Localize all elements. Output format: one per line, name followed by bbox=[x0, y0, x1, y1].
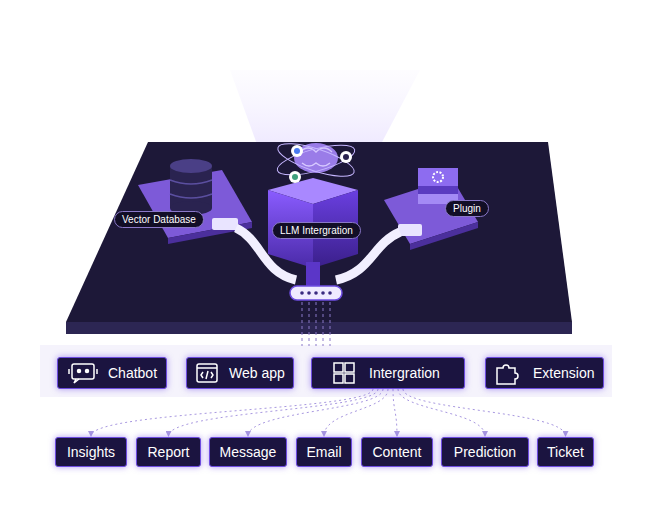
output-box: Email bbox=[296, 437, 352, 467]
dotted-connector bbox=[398, 389, 485, 436]
output-box: Message bbox=[209, 437, 287, 467]
output-box: Insights bbox=[55, 437, 127, 467]
node-label: LLM Intergration bbox=[280, 225, 353, 236]
output-box: Chatbot bbox=[57, 357, 167, 389]
dotted-connector bbox=[91, 389, 373, 436]
node-label: Content bbox=[372, 444, 421, 460]
dotted-connector bbox=[324, 389, 388, 436]
dotted-connector bbox=[248, 389, 383, 436]
output-box: Prediction bbox=[441, 437, 529, 467]
plugin-socket bbox=[398, 224, 422, 236]
dotted-connector bbox=[393, 389, 397, 436]
row-band bbox=[40, 345, 612, 397]
plugin-box bbox=[418, 168, 458, 186]
model-badge bbox=[289, 171, 301, 183]
node-label: Vector Database bbox=[122, 214, 196, 225]
llm-label: LLM Intergration bbox=[272, 222, 361, 239]
model-badge-dot bbox=[343, 154, 349, 160]
output-box: Intergration bbox=[311, 357, 465, 389]
db-cylinder-top bbox=[170, 159, 212, 173]
orbit bbox=[275, 139, 358, 181]
integration-icon bbox=[334, 363, 354, 383]
port-lines bbox=[302, 302, 330, 346]
dotted-connector bbox=[169, 389, 379, 436]
webapp-icon bbox=[197, 364, 217, 382]
model-badge-dot bbox=[294, 148, 300, 154]
platform-top bbox=[66, 142, 572, 322]
node-label: Email bbox=[306, 444, 341, 460]
output-box: Ticket bbox=[537, 437, 594, 467]
node-label: Chatbot bbox=[108, 365, 157, 381]
plugin-box-mid bbox=[418, 186, 458, 194]
node-label: Extension bbox=[533, 365, 594, 381]
output-box: Content bbox=[361, 437, 433, 467]
orbit bbox=[275, 137, 358, 183]
node-label: Web app bbox=[229, 365, 285, 381]
extension-icon bbox=[497, 365, 518, 384]
cube-stem bbox=[306, 262, 320, 288]
model-badge bbox=[291, 145, 303, 157]
platform-edge bbox=[66, 322, 572, 334]
db-socket bbox=[212, 218, 238, 230]
model-badge-dot bbox=[292, 174, 298, 180]
plugin-label: Plugin bbox=[445, 200, 489, 217]
output-box: Report bbox=[136, 437, 201, 467]
node-label: Plugin bbox=[453, 203, 481, 214]
dotted-connector bbox=[403, 389, 566, 436]
output-box: Web app bbox=[186, 357, 294, 389]
node-label: Message bbox=[220, 444, 277, 460]
node-label: Insights bbox=[67, 444, 115, 460]
port bbox=[290, 286, 342, 300]
port-pins bbox=[300, 291, 332, 295]
db-label: Vector Database bbox=[114, 211, 204, 228]
model-badge bbox=[340, 151, 352, 163]
node-label: Report bbox=[147, 444, 189, 460]
db-rings bbox=[170, 180, 212, 198]
output-box: Extension bbox=[485, 357, 604, 389]
node-label: Ticket bbox=[547, 444, 584, 460]
chatbot-icon bbox=[69, 364, 97, 383]
node-label: Intergration bbox=[369, 365, 440, 381]
brain-folds bbox=[300, 148, 332, 166]
gear-icon bbox=[433, 172, 443, 182]
node-label: Prediction bbox=[454, 444, 516, 460]
